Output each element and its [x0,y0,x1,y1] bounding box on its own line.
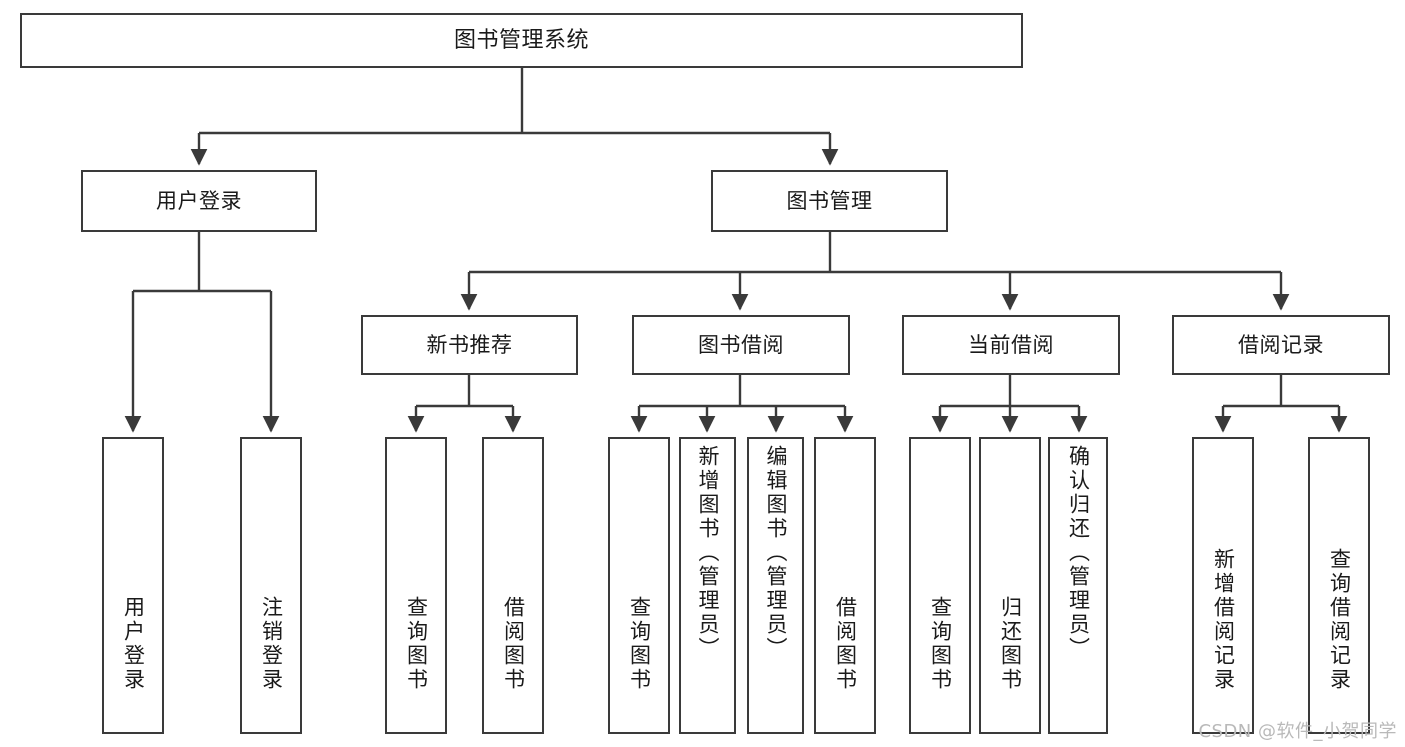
leaf-borrow-book[interactable]: 借阅图书 [814,437,876,734]
node-label: 用户登录 [121,596,146,692]
node-label: 确认归还（管理员） [1066,445,1091,661]
node-label: 借阅图书 [501,596,526,692]
leaf-user-login[interactable]: 用户登录 [102,437,164,734]
node-label: 编辑图书（管理员） [764,445,788,661]
node-label: 查询图书 [928,596,953,692]
node-label: 查询图书 [404,596,429,692]
node-label: 归还图书 [998,596,1023,692]
node-label: 借阅记录 [1238,332,1324,357]
node-label: 图书管理 [786,188,873,213]
node-label: 新增借阅记录 [1211,548,1236,692]
leaf-borrow-book-recommend[interactable]: 借阅图书 [482,437,544,734]
node-label: 图书管理系统 [453,27,589,53]
leaf-logout[interactable]: 注销登录 [240,437,302,734]
leaf-query-book-current[interactable]: 查询图书 [909,437,971,734]
watermark-text: CSDN @软件_小贺同学 [1198,721,1397,742]
node-label: 查询借阅记录 [1327,548,1352,692]
node-label: 当前借阅 [968,332,1054,357]
leaf-query-borrow-record[interactable]: 查询借阅记录 [1308,437,1370,734]
node-label: 用户登录 [156,188,242,213]
node-current-borrow[interactable]: 当前借阅 [902,315,1120,375]
node-label: 借阅图书 [833,596,858,692]
node-label: 新增图书（管理员） [696,445,720,661]
node-label: 新书推荐 [426,332,513,357]
leaf-query-book-recommend[interactable]: 查询图书 [385,437,447,734]
leaf-query-book-borrow[interactable]: 查询图书 [608,437,670,734]
node-borrow-records[interactable]: 借阅记录 [1172,315,1390,375]
node-book-borrow[interactable]: 图书借阅 [632,315,850,375]
leaf-add-borrow-record[interactable]: 新增借阅记录 [1192,437,1254,734]
leaf-confirm-return-admin[interactable]: 确认归还（管理员） [1048,437,1108,734]
leaf-add-book-admin[interactable]: 新增图书（管理员） [679,437,736,734]
node-label: 注销登录 [259,596,284,692]
node-label: 图书借阅 [698,332,784,357]
node-book-management[interactable]: 图书管理 [711,170,948,232]
node-label: 查询图书 [627,596,652,692]
node-user-login[interactable]: 用户登录 [81,170,317,232]
leaf-edit-book-admin[interactable]: 编辑图书（管理员） [747,437,804,734]
node-root-book-management-system[interactable]: 图书管理系统 [20,13,1023,68]
leaf-return-book[interactable]: 归还图书 [979,437,1041,734]
node-new-book-recommend[interactable]: 新书推荐 [361,315,578,375]
